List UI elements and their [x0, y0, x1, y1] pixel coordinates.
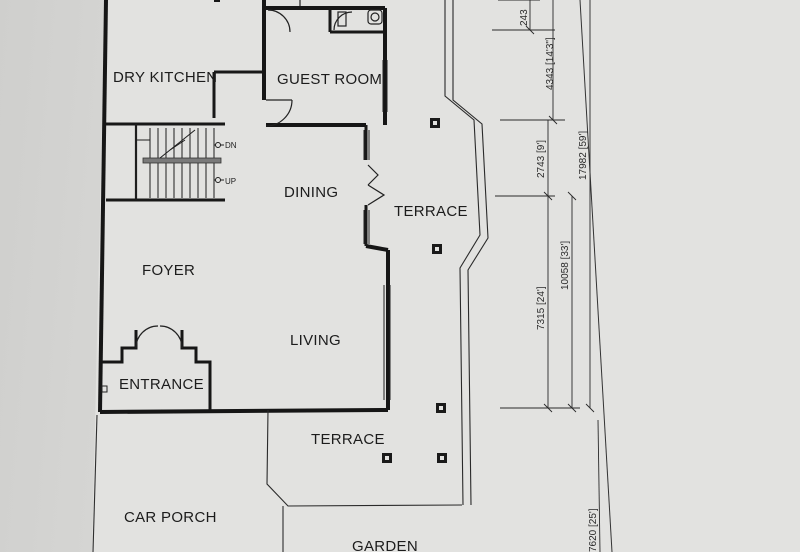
room-label-foyer: FOYER: [142, 262, 195, 279]
terrace-column-centers: [385, 121, 444, 460]
dim-10058: 10058 [33']: [560, 241, 571, 290]
dim-7315: 7315 [24']: [536, 286, 547, 330]
room-label-entrance: ENTRANCE: [119, 376, 204, 393]
staircase: [134, 124, 224, 200]
dining-terrace-door: [367, 164, 386, 206]
site-boundary: [579, 0, 613, 552]
room-label-car-porch: CAR PORCH: [124, 509, 217, 526]
dim-7620: 7620 [25']: [588, 508, 599, 552]
interior-walls: [106, 8, 385, 246]
car-porch-outline: [92, 414, 284, 552]
room-label-terrace-lower: TERRACE: [311, 431, 385, 448]
room-label-guest-room: GUEST ROOM: [277, 71, 382, 88]
dimension-lines: [492, 0, 601, 552]
dim-4343: 4343 [14'3"]: [545, 37, 556, 90]
stair-up-label: UP: [225, 177, 236, 186]
room-label-garden: GARDEN: [352, 538, 418, 552]
entrance-column: [101, 385, 108, 393]
paper-sheet: [92, 0, 800, 552]
window-lines: [363, 60, 391, 400]
dim-17982: 17982 [59']: [578, 131, 589, 180]
dim-243: 243: [519, 9, 530, 26]
stair-down-label: DN: [225, 141, 237, 150]
guest-room-door: [265, 9, 293, 127]
terrace-outline: [444, 0, 489, 506]
bathroom-fixtures: [299, 0, 383, 31]
dim-2743: 2743 [9']: [536, 140, 547, 178]
lower-terrace-outline: [266, 409, 463, 507]
exterior-walls: [98, 0, 390, 414]
entrance-double-door: [135, 325, 183, 349]
room-label-dining: DINING: [284, 184, 338, 201]
room-label-dry-kitchen: DRY KITCHEN: [113, 69, 217, 86]
room-label-terrace-upper: TERRACE: [394, 203, 468, 220]
room-label-living: LIVING: [290, 332, 341, 349]
